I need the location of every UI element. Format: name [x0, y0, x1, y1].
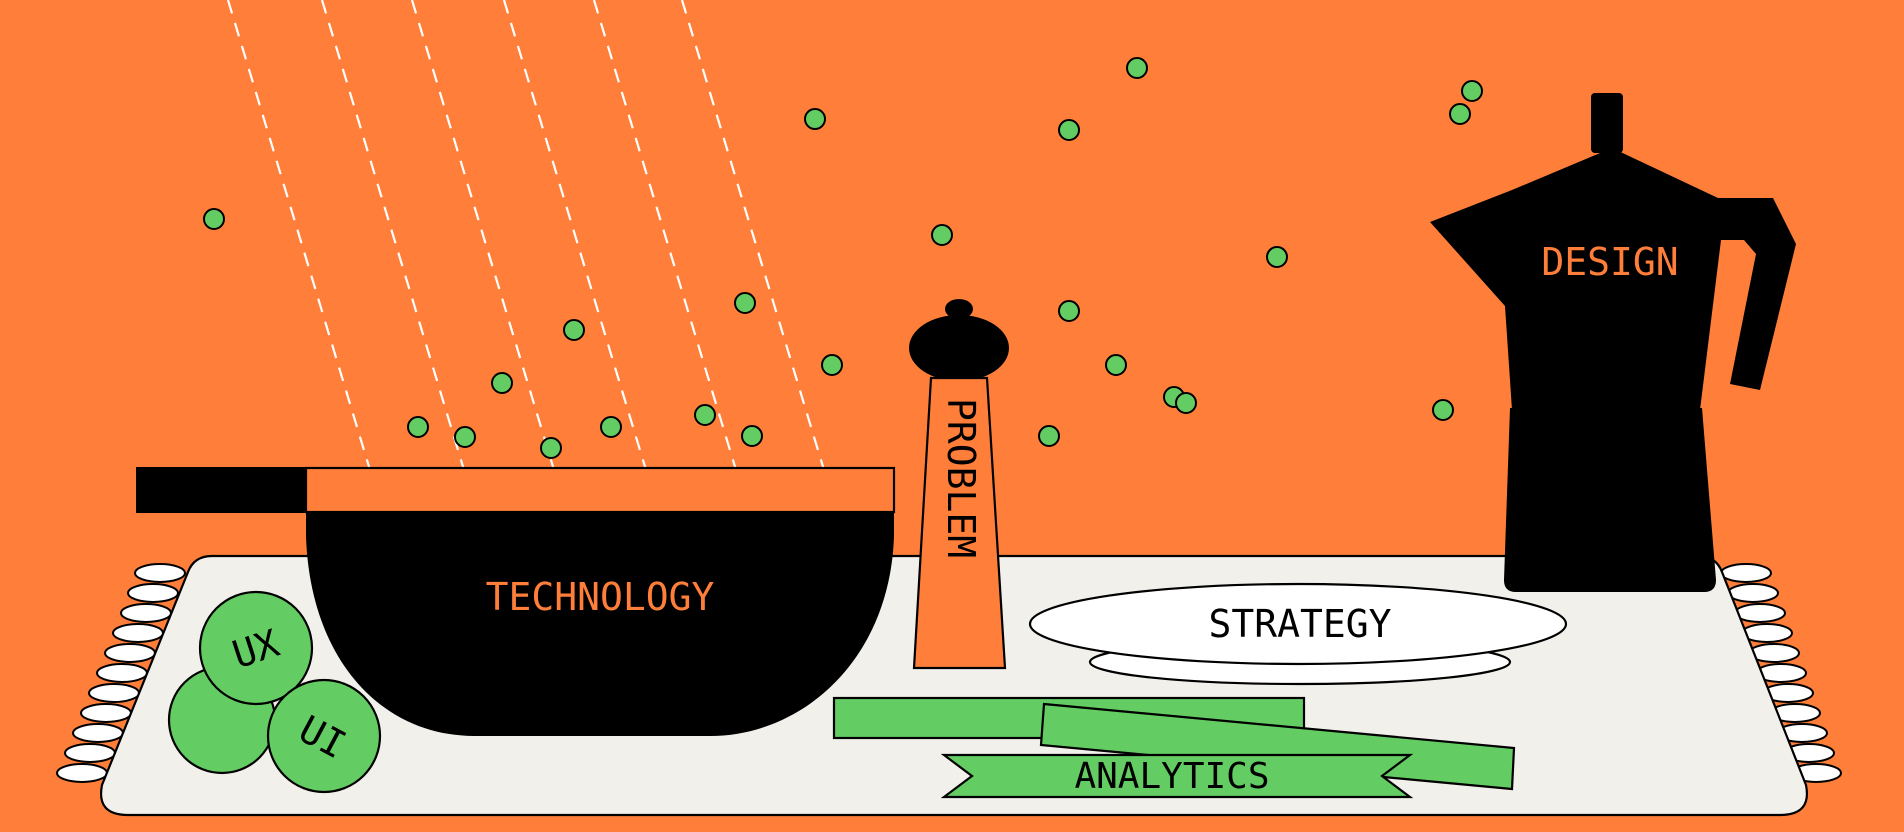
problem-label: PROBLEM [939, 398, 983, 558]
cooking-pot-icon [136, 466, 896, 736]
bar-tilted [1039, 702, 1516, 791]
pea-icon [734, 292, 756, 314]
ux-ui-balls [167, 590, 382, 794]
pea-icon [804, 108, 826, 130]
pea-icon [1461, 80, 1483, 102]
pot-body [306, 510, 894, 736]
pot-handle [1715, 198, 1796, 390]
plate-icon [1028, 582, 1568, 686]
pea-icon [694, 404, 716, 426]
pea-icon [563, 319, 585, 341]
pea-icon [407, 416, 429, 438]
pea-icon [821, 354, 843, 376]
analytics-bars [832, 696, 1516, 799]
strategy-label: STRATEGY [1208, 602, 1391, 646]
pea-icon [1449, 103, 1471, 125]
grinder-cap [909, 315, 1009, 381]
plate-top [1028, 582, 1568, 666]
technology-label: TECHNOLOGY [486, 575, 715, 619]
pea-icon [1432, 399, 1454, 421]
pepper-grinder-icon [909, 299, 1009, 670]
light-rays [226, 0, 826, 471]
pot-spout-cap [1591, 93, 1623, 153]
peas [203, 57, 1483, 459]
pea-icon [540, 437, 562, 459]
pea-icon [1058, 300, 1080, 322]
analytics-ribbon [940, 753, 1414, 799]
design-label: DESIGN [1541, 240, 1678, 284]
ui-ball [266, 678, 382, 794]
pea-icon [454, 426, 476, 448]
pea-icon [1266, 246, 1288, 268]
grinder-knob [945, 299, 973, 319]
pot-rim [304, 466, 896, 514]
analytics-label: ANALYTICS [1074, 756, 1269, 797]
pea-icon [1105, 354, 1127, 376]
pea-icon [1126, 57, 1148, 79]
moka-pot-icon [1430, 93, 1796, 592]
pea-icon [741, 425, 763, 447]
pot-lower [1504, 408, 1716, 592]
pot-upper [1430, 148, 1722, 410]
placemat-fringe-left [56, 563, 186, 783]
pea-icon [491, 372, 513, 394]
pea-icon [1175, 392, 1197, 414]
pea-icon [600, 416, 622, 438]
pea-icon [1038, 425, 1060, 447]
grinder-body [912, 376, 1007, 670]
pot-handle [136, 467, 310, 513]
ux-ball [198, 590, 314, 706]
pea-icon [931, 224, 953, 246]
pea-icon [1058, 119, 1080, 141]
pea-icon [203, 208, 225, 230]
